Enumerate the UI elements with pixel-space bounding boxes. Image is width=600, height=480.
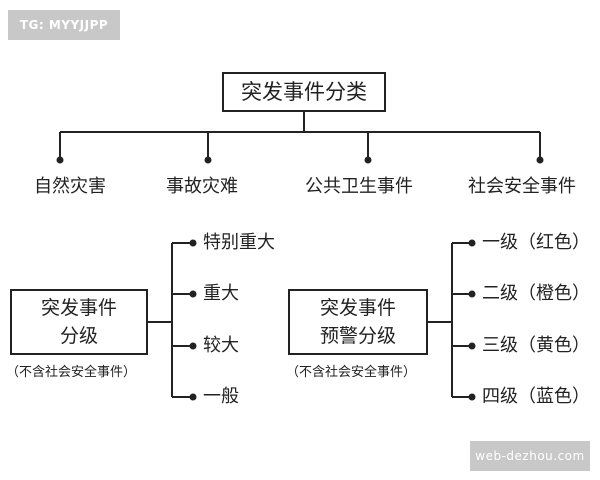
grading-dot-1 <box>189 239 197 247</box>
watermark-top-left: TG: MYYJJPP <box>8 10 120 40</box>
grading-level-1: 特别重大 <box>203 232 275 253</box>
warning-level-1: 一级（红色） <box>482 232 590 253</box>
category-dot-3 <box>364 156 372 164</box>
grading-level-3: 较大 <box>203 335 239 356</box>
category-public-health: 公共卫生事件 <box>305 176 413 197</box>
warning-box-line2: 预警分级 <box>319 325 396 347</box>
category-social-security: 社会安全事件 <box>468 176 576 197</box>
grading-dot-2 <box>189 290 197 298</box>
grading-note: （不含社会安全事件） <box>6 365 137 380</box>
warning-level-4: 四级（蓝色） <box>482 386 590 407</box>
warning-dot-3 <box>468 342 476 350</box>
grading-box-line2: 分级 <box>59 325 98 347</box>
category-dot-2 <box>204 156 212 164</box>
root-category-label: 突发事件分类 <box>241 80 367 104</box>
grading-level-4: 一般 <box>203 386 239 407</box>
root-category-box: 突发事件分类 <box>222 72 386 112</box>
warning-dot-2 <box>468 290 476 298</box>
category-dot-4 <box>536 156 544 164</box>
category-dot-1 <box>56 156 64 164</box>
grading-level-2: 重大 <box>203 283 239 304</box>
warning-note: （不含社会安全事件） <box>286 365 417 380</box>
warning-box: 突发事件 预警分级 <box>288 289 428 355</box>
grading-dot-3 <box>189 342 197 350</box>
category-accident-disaster: 事故灾难 <box>166 176 238 197</box>
category-natural-disaster: 自然灾害 <box>34 176 106 197</box>
grading-box-line1: 突发事件 <box>40 297 117 319</box>
warning-level-2: 二级（橙色） <box>482 283 590 304</box>
warning-box-line1: 突发事件 <box>319 297 396 319</box>
grading-dot-4 <box>189 393 197 401</box>
warning-level-3: 三级（黄色） <box>482 335 590 356</box>
warning-dot-1 <box>468 239 476 247</box>
watermark-bottom-right: web-dezhou.com <box>470 441 590 471</box>
warning-dot-4 <box>468 393 476 401</box>
grading-box: 突发事件 分级 <box>10 289 148 355</box>
